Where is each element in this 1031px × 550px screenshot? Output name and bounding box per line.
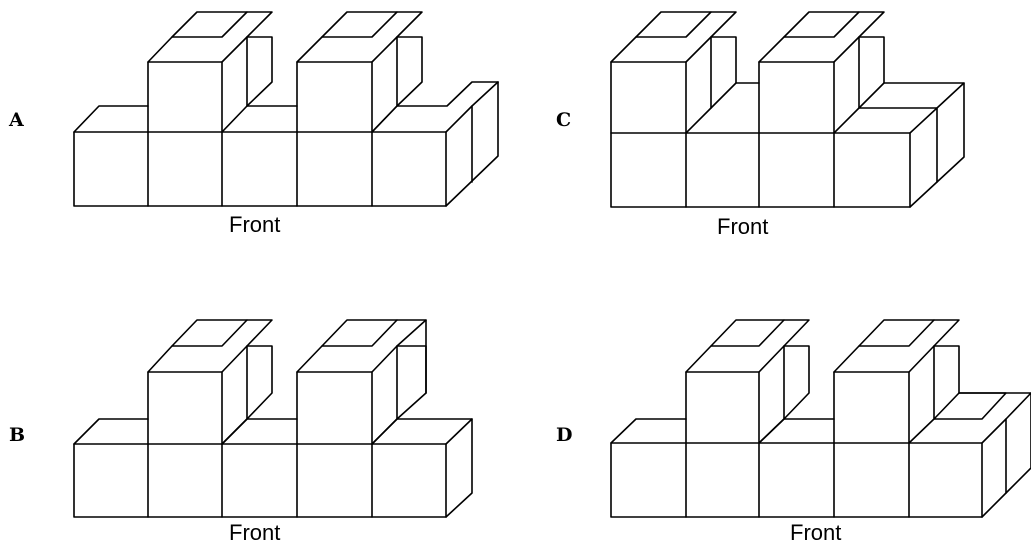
cube-structure-b [73,319,473,518]
front-label-b: Front [229,520,280,545]
front-label-a: Front [229,212,280,237]
cube-structure-c [610,11,965,208]
figure-b: B Front [9,319,473,545]
cube-structure-a [73,11,499,207]
option-letter-c: C [556,109,571,131]
option-letter-b: B [9,424,25,446]
figure-a: A Front [8,11,499,237]
front-label-c: Front [717,214,768,239]
figure-c: C Front [556,11,965,239]
figure-d: D Front [556,319,1031,545]
option-letter-d: D [556,424,572,446]
option-letter-a: A [8,109,24,131]
cube-structure-d [610,319,1031,518]
front-label-d: Front [790,520,841,545]
